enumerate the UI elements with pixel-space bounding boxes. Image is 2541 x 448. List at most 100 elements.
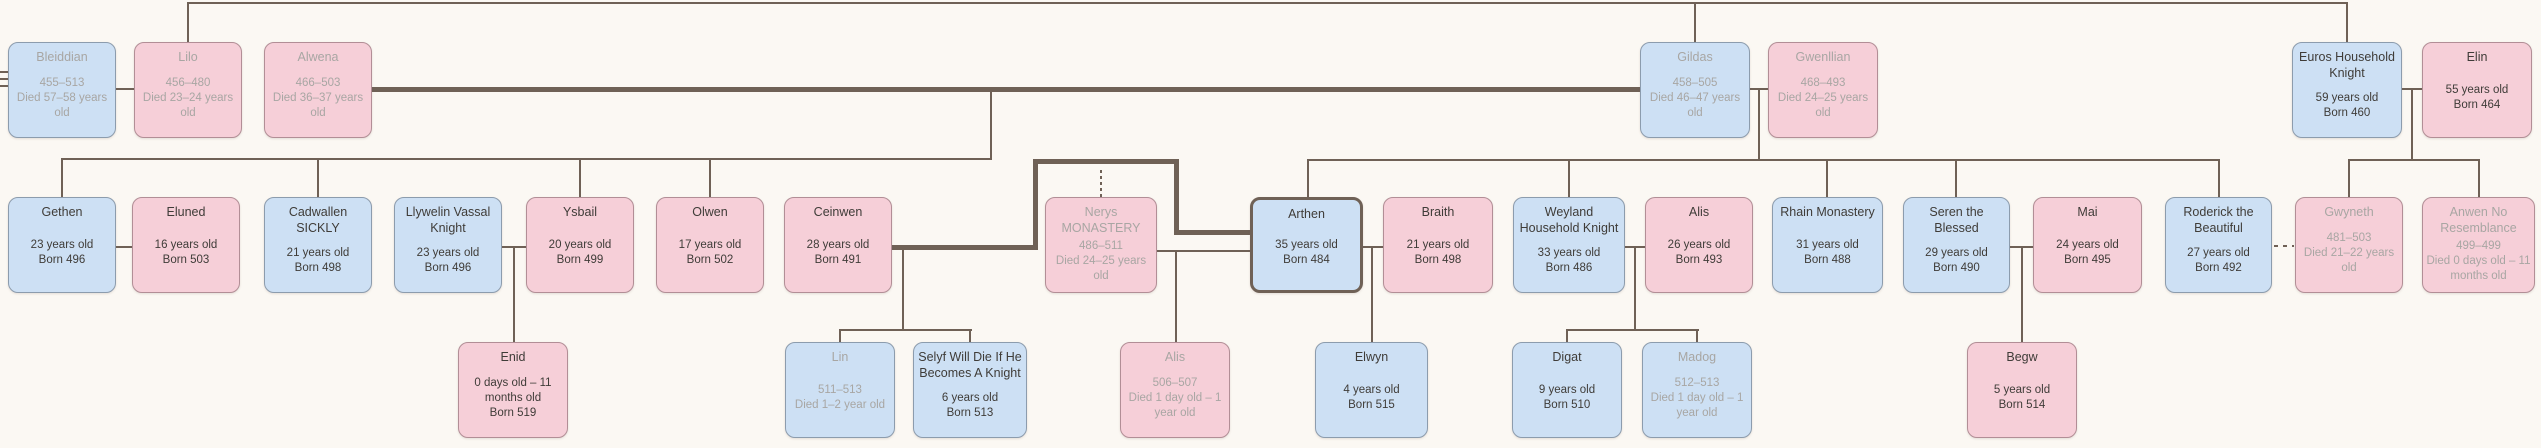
connector-line: [1371, 247, 1373, 342]
person-name: Selyf Will Die If He Becomes A Knight: [918, 350, 1022, 380]
person-details-line: 4 years old: [1343, 384, 1400, 397]
person-details-line: 23 years old: [30, 239, 94, 252]
person-details-line: 486–511: [1079, 239, 1123, 252]
person-name: Cadwallen SICKLY: [288, 205, 348, 235]
person-name: Elin: [2466, 50, 2488, 64]
person-name: Lilo: [178, 50, 198, 64]
connector-line: [2348, 159, 2480, 161]
person-name: Madog: [1677, 350, 1717, 364]
person-details-line: 455–513: [39, 76, 85, 89]
connector-line: [2348, 159, 2350, 199]
connector-line: [1694, 2, 1696, 42]
connector-line: [969, 329, 971, 342]
connector-line: [839, 329, 841, 342]
person-name: Lin: [831, 350, 849, 364]
connector-line: [116, 88, 134, 90]
person-name: Eluned: [166, 205, 206, 219]
person-details-line: 23 years old: [416, 247, 480, 260]
person-name: Mai: [2077, 205, 2098, 219]
person-details-line: Born 488: [1804, 254, 1851, 267]
person-details-line: Died 1 day old – 1 year old: [1128, 391, 1222, 419]
person-details-line: Died 23–24 years old: [142, 91, 234, 119]
person-details-line: Born 460: [2323, 107, 2371, 120]
person-details-line: 33 years old: [1537, 247, 1601, 260]
connector-line: [1033, 159, 1038, 250]
person-name: Gethen: [41, 205, 83, 219]
connector-line: [1758, 89, 1760, 160]
person-details-line: Died 36–37 years old: [272, 91, 364, 119]
person-details-line: Born 498: [294, 262, 342, 275]
connector-line: [2021, 247, 2023, 342]
person-details-line: 35 years old: [1275, 239, 1338, 252]
person-details-line: Born 490: [1933, 262, 1980, 275]
person-details-line: 28 years old: [806, 239, 870, 252]
person-details-line: Died 1 day old – 1 year old: [1650, 391, 1744, 419]
connector-line: [579, 158, 581, 198]
person-details-line: 0 days old – 11 months old: [474, 376, 552, 404]
connector-line: [1566, 329, 1699, 331]
person-name: Roderick the Beautiful: [2183, 205, 2254, 235]
connector-line: [2411, 89, 2413, 160]
connector-line: [902, 249, 904, 330]
connector-line: [1175, 251, 1177, 342]
connector-line: [0, 78, 9, 80]
person-details-line: 468–493: [1800, 76, 1846, 89]
person-name: Enid: [500, 350, 526, 364]
connector-line: [1307, 159, 2220, 161]
person-details-line: 20 years old: [548, 239, 612, 252]
person-name: Begw: [2006, 350, 2038, 364]
person-details-line: Died 1–2 year old: [794, 399, 886, 412]
person-details-line: 499–499: [2456, 239, 2501, 252]
connector-line: [1174, 230, 1253, 235]
person-details-line: 456–480: [165, 76, 211, 89]
connector-line: [116, 246, 132, 248]
person-details-line: Born 484: [1283, 254, 1330, 267]
person-details-line: 59 years old: [2315, 92, 2379, 105]
person-details-line: 27 years old: [2187, 247, 2250, 260]
